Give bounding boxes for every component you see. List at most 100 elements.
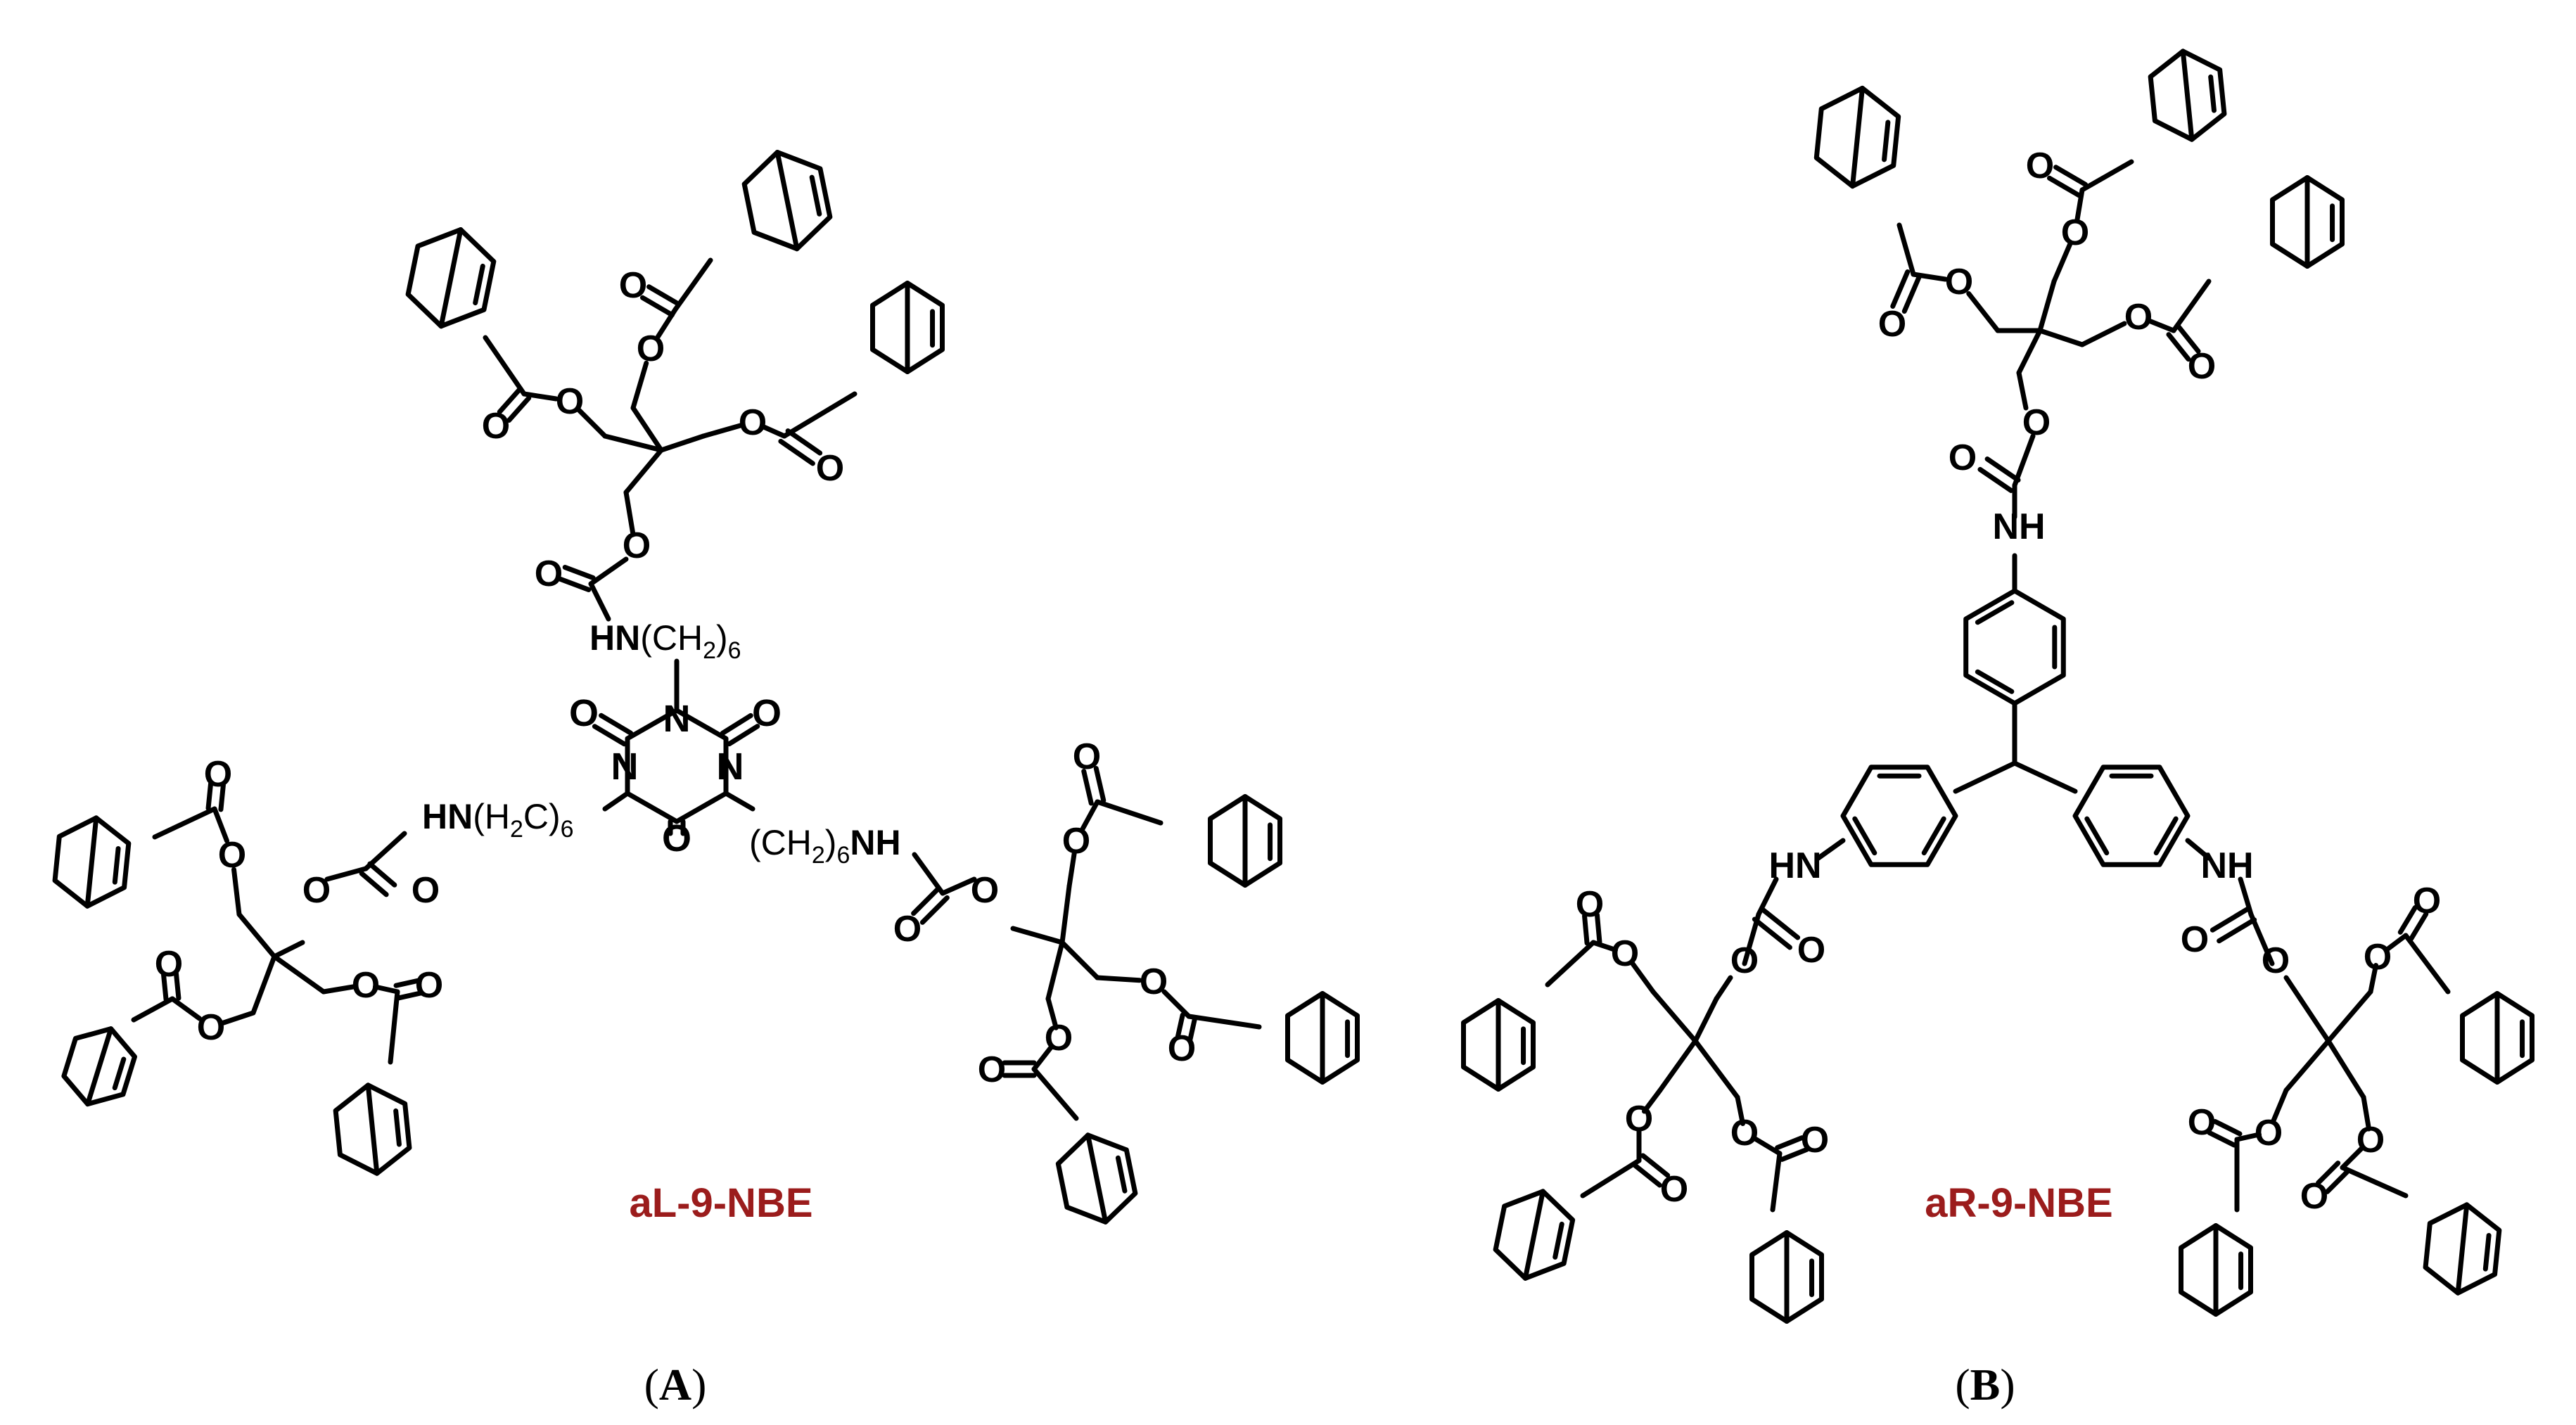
ester-t3 bbox=[2171, 279, 2212, 333]
ester-lb3-o-carbonyl: O bbox=[1801, 1120, 1829, 1161]
ester-a2-carbonyl bbox=[646, 284, 682, 307]
ester-r2 bbox=[1186, 1014, 1262, 1030]
ester-l1-o-ester: O bbox=[218, 835, 246, 876]
ester-l3-carbonyl bbox=[396, 990, 423, 1001]
nh-right: NH bbox=[2200, 845, 2253, 886]
carbamate bbox=[2012, 433, 2036, 488]
ester-l2 bbox=[219, 1010, 256, 1026]
ester-a1 bbox=[576, 407, 608, 439]
ester-lb1 bbox=[1545, 940, 1596, 988]
atom-o: O bbox=[893, 909, 922, 950]
ester-rb1-o-carbonyl: O bbox=[2413, 881, 2441, 921]
arm-bond bbox=[2037, 279, 2057, 333]
phenyl-right bbox=[2072, 765, 2191, 867]
ester-t2-carbonyl bbox=[2053, 165, 2089, 187]
ester-t3-carbonyl bbox=[2176, 324, 2201, 354]
ester-lb3 bbox=[1735, 1094, 1745, 1126]
ester-l1 bbox=[212, 806, 229, 843]
carbamate bbox=[588, 556, 629, 587]
arm-bond bbox=[2283, 1038, 2331, 1093]
compound-label-b: aR-9-NBE bbox=[1925, 1180, 2113, 1226]
ester-a2-o-carbonyl: O bbox=[619, 265, 647, 306]
ester-t3 bbox=[2146, 318, 2176, 333]
ester-l1-carbonyl bbox=[218, 782, 226, 812]
atom-o: O bbox=[2022, 402, 2051, 443]
arm-bond bbox=[602, 433, 664, 453]
carbamate-carbonyl bbox=[558, 576, 592, 592]
ester-l2-carbonyl bbox=[173, 971, 181, 1001]
nbe-l3-alkene bbox=[393, 1108, 402, 1147]
ester-r2-o-carbonyl: O bbox=[1168, 1028, 1196, 1069]
ester-l3-o-carbonyl: O bbox=[415, 965, 443, 1006]
carbamate-carbonyl bbox=[1760, 907, 1801, 940]
ester-rb2 bbox=[2270, 1087, 2289, 1125]
nh-left: HN bbox=[1768, 845, 1821, 886]
nh-bond bbox=[2185, 838, 2212, 861]
carbamate-carbonyl bbox=[911, 886, 941, 916]
ester-l1-o-carbonyl: O bbox=[204, 754, 232, 795]
nbe-l1-alkene bbox=[112, 846, 121, 885]
atom-o: O bbox=[1730, 940, 1759, 981]
ester-l1 bbox=[152, 806, 217, 840]
ester-t2 bbox=[2051, 242, 2072, 284]
arm-bond bbox=[1657, 1038, 1698, 1093]
ester-a3 bbox=[760, 423, 787, 439]
carbamate bbox=[588, 581, 611, 622]
core-bond bbox=[2012, 760, 2078, 794]
ester-rb1-o-ester: O bbox=[2364, 937, 2392, 978]
ester-r2 bbox=[1161, 989, 1192, 1019]
ester-l3-carbonyl bbox=[393, 978, 421, 988]
ring-carbonyl bbox=[599, 712, 634, 736]
arm-bond bbox=[2297, 996, 2331, 1044]
arm-bond bbox=[1692, 996, 1719, 1044]
nbe-t1-bridge bbox=[1850, 85, 1865, 189]
nbe-rb3-bridge bbox=[2455, 1202, 2470, 1296]
ester-lb3-carbonyl bbox=[1779, 1146, 1809, 1162]
ester-a3 bbox=[701, 423, 743, 439]
carbamate bbox=[912, 852, 945, 896]
ester-l2-o-ester: O bbox=[197, 1007, 225, 1048]
ring-n-left: N bbox=[611, 746, 639, 788]
ring-carbonyl bbox=[720, 712, 753, 736]
carbamate-carbonyl bbox=[1977, 466, 2014, 493]
ester-a3-o-ester: O bbox=[739, 402, 767, 443]
ester-lb1 bbox=[1629, 960, 1656, 995]
ester-a2 bbox=[672, 257, 713, 312]
ester-r2-carbonyl bbox=[1175, 1012, 1185, 1040]
ester-a3-carbonyl bbox=[785, 428, 823, 456]
ester-a2-o-ester: O bbox=[637, 328, 665, 369]
ester-rb2-carbonyl bbox=[2207, 1130, 2237, 1148]
arm-bond bbox=[2283, 975, 2303, 1002]
ester-a2 bbox=[630, 360, 649, 411]
ester-t1-o-carbonyl: O bbox=[1878, 304, 1906, 345]
arm-bond bbox=[630, 405, 664, 453]
arm-bond bbox=[2016, 328, 2043, 376]
ester-t3-o-carbonyl: O bbox=[2188, 346, 2216, 387]
arm-bond bbox=[1650, 989, 1698, 1044]
arm-bond bbox=[1692, 1038, 1740, 1100]
phenyl-right-db bbox=[2084, 816, 2110, 856]
carbamate-carbonyl bbox=[562, 565, 596, 581]
ester-lb3 bbox=[1770, 1151, 1783, 1213]
ester-t1-carbonyl bbox=[1890, 269, 1911, 309]
core-bond bbox=[1953, 760, 2017, 794]
nbe-r3-bridge bbox=[1085, 1132, 1109, 1225]
nbe-r3-alkene bbox=[1115, 1155, 1128, 1194]
ester-rb1-carbonyl bbox=[2409, 912, 2429, 942]
arm-bond bbox=[2016, 370, 2029, 411]
arm-bond bbox=[272, 954, 326, 995]
nbe-a1-alkene bbox=[473, 263, 485, 306]
ester-r1 bbox=[1095, 799, 1163, 826]
ester-a3 bbox=[782, 391, 857, 439]
carbamate-carbonyl bbox=[1752, 916, 1792, 950]
ester-lb1-o-ester: O bbox=[1611, 933, 1639, 974]
ester-l2-o-carbonyl: O bbox=[155, 944, 183, 985]
ester-lb2 bbox=[1642, 1087, 1663, 1114]
ester-t3-o-ester: O bbox=[2124, 297, 2153, 338]
ester-rb1 bbox=[2403, 933, 2451, 995]
phenyl-top-db bbox=[1975, 669, 2015, 694]
ring-o-bottom: O bbox=[662, 817, 691, 860]
arm-bond bbox=[2326, 1038, 2366, 1100]
arm-left-label: HN(H2C)6 bbox=[422, 797, 574, 843]
